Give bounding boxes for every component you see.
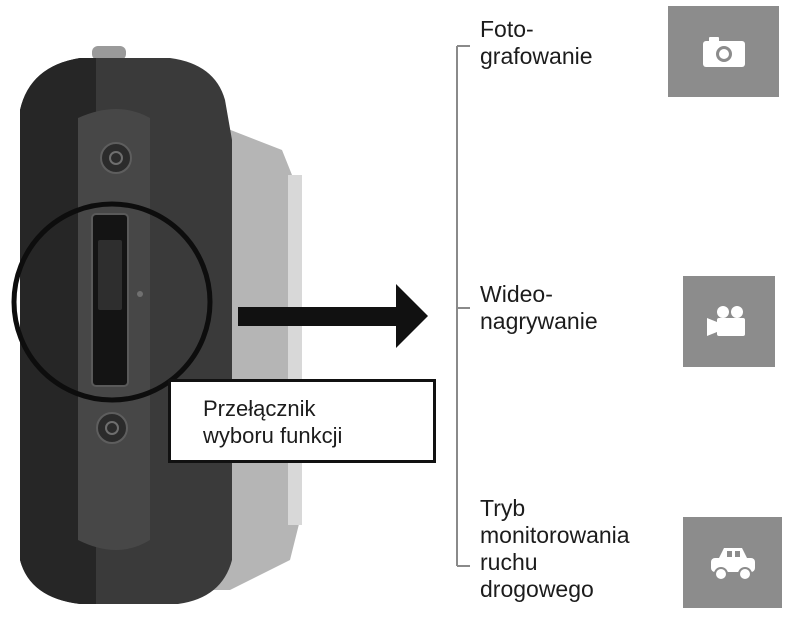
function-switch-callout: Przełącznik wyboru funkcji <box>168 379 436 463</box>
device-lower-button-icon <box>105 421 119 435</box>
video-camera-icon <box>683 276 775 367</box>
device-grip <box>20 58 96 604</box>
device-edge-strip <box>288 175 302 525</box>
mode-photo-line-1: Foto- <box>480 16 534 42</box>
camera-icon <box>668 6 779 97</box>
highlight-circle <box>11 201 213 403</box>
switch-indicator-dot <box>137 291 143 297</box>
device-upper-button <box>100 142 132 174</box>
pointer-arrow-shaft <box>238 307 398 326</box>
mode-video-label: Wideo- nagrywanie <box>480 281 598 335</box>
mode-photo-line-2: grafowanie <box>480 43 593 69</box>
mode-video-line-1: Wideo- <box>480 281 553 307</box>
mode-traffic-line-3: ruchu <box>480 549 538 575</box>
device-upper-button-icon <box>109 151 123 165</box>
mode-traffic-line-4: drogowego <box>480 576 594 602</box>
mode-photo-label: Foto- grafowanie <box>480 16 593 70</box>
callout-line-1: Przełącznik <box>203 396 316 421</box>
device-top-button <box>92 46 126 60</box>
device-lower-button <box>96 412 128 444</box>
mode-traffic-line-1: Tryb <box>480 495 526 521</box>
mode-video-line-2: nagrywanie <box>480 308 598 334</box>
mode-traffic-label: Tryb monitorowania ruchu drogowego <box>480 495 630 603</box>
car-icon <box>683 517 782 608</box>
function-switch-knob <box>98 240 122 310</box>
pointer-arrow-head <box>396 284 428 348</box>
mode-traffic-line-2: monitorowania <box>480 522 630 548</box>
callout-line-2: wyboru funkcji <box>203 423 343 448</box>
